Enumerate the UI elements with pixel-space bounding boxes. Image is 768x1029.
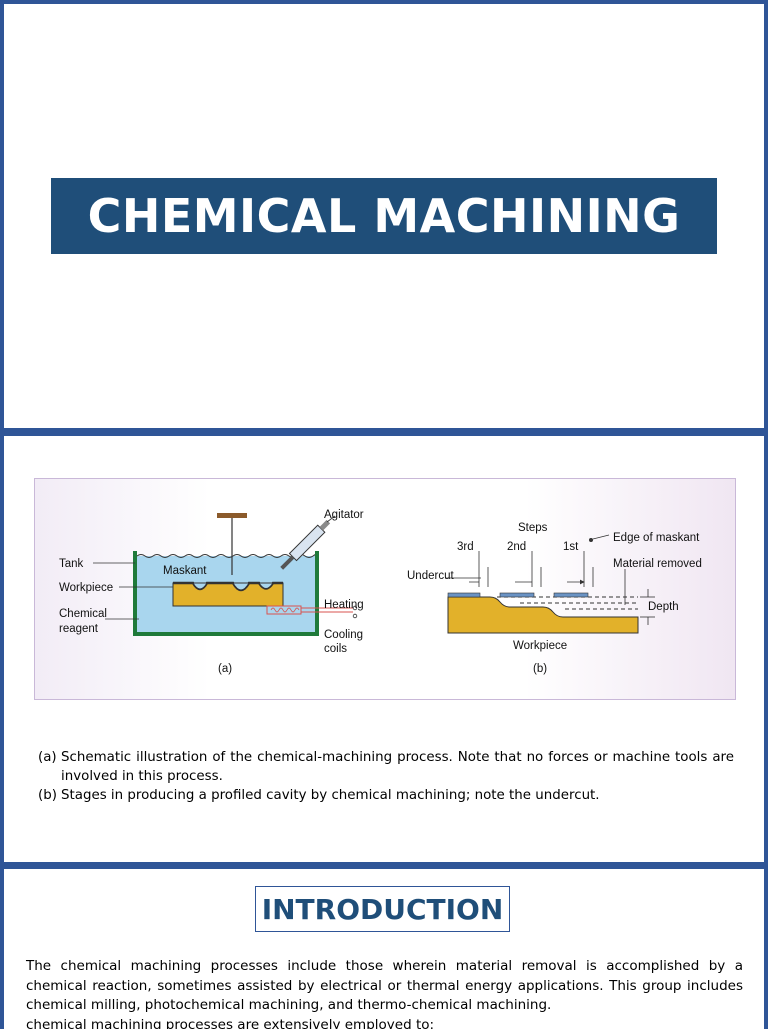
label-chemical: Chemical <box>59 608 107 620</box>
caption-text-b: Stages in producing a profiled cavity by… <box>61 786 734 805</box>
label-maskant: Maskant <box>163 565 207 577</box>
workpiece-profile <box>448 597 638 633</box>
label-second: 2nd <box>507 541 526 553</box>
label-agitator: Agitator <box>324 509 364 521</box>
label-edge-of-maskant: Edge of maskant <box>613 532 700 544</box>
figure-caption: (a) Schematic illustration of the chemic… <box>38 748 734 805</box>
label-third: 3rd <box>457 541 474 553</box>
label-depth: Depth <box>648 601 679 613</box>
label-heating: Heating <box>324 599 364 611</box>
caption-marker-a: (a) <box>38 748 61 786</box>
diagram-b: Steps 3rd 2nd 1st Edge of maskant Materi… <box>407 522 702 675</box>
process-figure: Agitator Tank Maskant Workpiece Chemical… <box>34 478 736 700</box>
figure-slide: Agitator Tank Maskant Workpiece Chemical… <box>4 436 764 862</box>
maskant-strip-1st <box>554 593 588 597</box>
label-reagent: reagent <box>59 623 99 635</box>
label-tank: Tank <box>59 558 84 570</box>
label-material-removed: Material removed <box>613 558 702 570</box>
intro-paragraph: The chemical machining processes include… <box>26 957 743 1016</box>
agitator-handle <box>217 513 247 518</box>
maskant-strip-3rd <box>448 593 480 597</box>
caption-row-a: (a) Schematic illustration of the chemic… <box>38 748 734 786</box>
slide-title: CHEMICAL MACHINING <box>51 178 717 254</box>
diagram-a: Agitator Tank Maskant Workpiece Chemical… <box>59 509 364 675</box>
title-slide: CHEMICAL MACHINING <box>4 4 764 428</box>
introduction-slide: INTRODUCTION The chemical machining proc… <box>4 869 764 1029</box>
label-workpiece-a: Workpiece <box>59 582 113 594</box>
caption-marker-b: (b) <box>38 786 61 805</box>
label-workpiece-b: Workpiece <box>513 640 567 652</box>
label-steps: Steps <box>518 522 548 534</box>
caption-row-b: (b) Stages in producing a profiled cavit… <box>38 786 734 805</box>
section-heading: INTRODUCTION <box>255 886 510 932</box>
caption-a: (a) <box>218 663 232 675</box>
label-cooling: Cooling <box>324 629 363 641</box>
label-coils: coils <box>324 643 347 655</box>
caption-b: (b) <box>533 663 547 675</box>
intro-body: The chemical machining processes include… <box>26 957 743 1029</box>
chemical-machining-diagram: Agitator Tank Maskant Workpiece Chemical… <box>35 479 735 699</box>
intro-paragraph-2: chemical machining processes are extensi… <box>26 1016 743 1029</box>
caption-text-a: Schematic illustration of the chemical-m… <box>61 748 734 786</box>
label-undercut: Undercut <box>407 570 454 582</box>
maskant-strip-2nd <box>500 593 534 597</box>
label-first: 1st <box>563 541 579 553</box>
